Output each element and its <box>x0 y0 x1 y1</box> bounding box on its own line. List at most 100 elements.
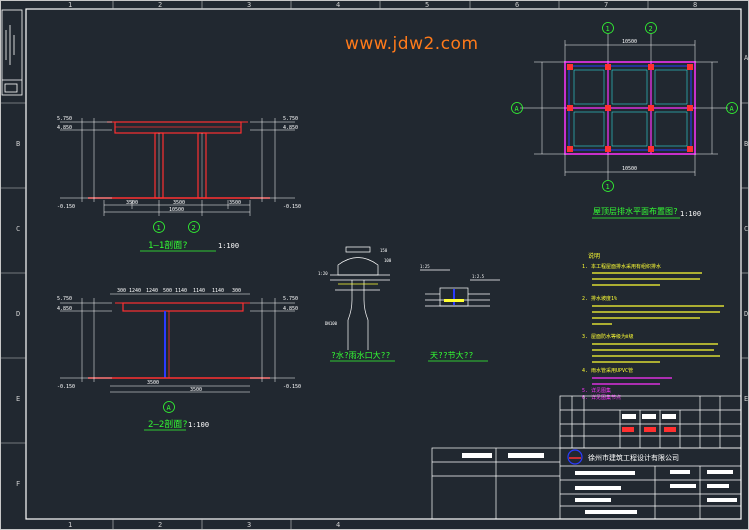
dim-top: 1140 <box>212 288 224 294</box>
col-label: 4 <box>336 521 340 529</box>
company-name: 徐州市建筑工程设计有限公司 <box>588 453 679 462</box>
svg-text:1:25: 1:25 <box>420 264 430 269</box>
dim-label: 3500 <box>126 200 138 206</box>
section-2-scale: 1:100 <box>188 421 209 429</box>
plan-axis-1-bottom-label: 1 <box>606 183 610 191</box>
note-item: 3. 屋面防水等级为Ⅱ级 <box>582 333 634 340</box>
elev-label: 4.850 <box>57 125 72 131</box>
note-item: 4. 雨水管采用UPVC管 <box>582 367 633 374</box>
elev-label: 5.750 <box>57 116 72 122</box>
plan-axis-1-top <box>602 22 614 34</box>
row-label: C <box>16 225 20 233</box>
elev-label: 5.750 <box>57 296 72 302</box>
roof-slab <box>114 121 242 134</box>
plan-axis-a-left-label: A <box>515 105 520 113</box>
elev-label: -0.150 <box>57 384 75 390</box>
col-label: 4 <box>336 1 340 9</box>
elev-label: -0.150 <box>283 384 301 390</box>
col-label: 3 <box>247 1 251 9</box>
row-labels-right: A B C D E <box>744 54 749 403</box>
note-item: 2. 排水坡度1% <box>582 295 617 302</box>
col-label: 3 <box>247 521 251 529</box>
dim-label: 3500 <box>147 380 159 386</box>
svg-text:DN100: DN100 <box>325 321 338 326</box>
detail-1-title: ?水?雨水口大?? <box>331 350 390 360</box>
row-label: A <box>744 54 749 62</box>
dim-top: 1240 <box>129 288 141 294</box>
plan-axis-2-top <box>645 22 657 34</box>
row-label: E <box>16 395 20 403</box>
col-label: 1 <box>68 521 72 529</box>
svg-text:150: 150 <box>380 248 388 253</box>
dim-top: 1140 <box>175 288 187 294</box>
design-notes[interactable]: 说明 1. 本工程屋面排水采用有组织排水 2. 排水坡度1% 3. 屋面防水等级… <box>582 252 724 401</box>
detail-rain-outlet[interactable]: 1:20 DN100 150 100 ?水?雨水口大?? <box>318 246 395 362</box>
elev-label: 4.850 <box>283 306 298 312</box>
section-1-1[interactable]: 5.750 4.850 -0.150 5.750 4.850 -0.150 35… <box>57 116 301 252</box>
dim-top: 1240 <box>146 288 158 294</box>
note-item: 5. 详见图集 <box>582 387 611 394</box>
plan-axis-1-bottom <box>602 180 614 192</box>
axis-bubble-a <box>163 401 175 413</box>
dim-top: 300 <box>232 288 241 294</box>
svg-text:100: 100 <box>384 258 392 263</box>
col-label: 1 <box>68 1 72 9</box>
roof-drainage-plan[interactable]: 10500 10500 1 2 1 A A 屋顶层排水平面布置图? 1:100 <box>511 22 738 219</box>
note-item: 6. 详见图集节点 <box>582 394 621 401</box>
col-label: 2 <box>158 1 162 9</box>
axis-label-1: 1 <box>157 224 161 232</box>
plan-dim-top: 10500 <box>622 39 637 45</box>
dim-label: 3500 <box>229 200 241 206</box>
note-item: 1. 本工程屋面排水采用有组织排水 <box>582 263 661 270</box>
axis-label-a: A <box>167 404 172 412</box>
plan-dim-bottom: 10500 <box>622 166 637 172</box>
section-2-2[interactable]: 300 1240 1240 500 1140 1140 1140 300 5.7… <box>57 288 301 431</box>
watermark-url: www.jdw2.com <box>345 34 479 54</box>
row-label: C <box>744 225 748 233</box>
dim-top: 500 <box>163 288 172 294</box>
row-label: B <box>16 140 20 148</box>
col-label: 8 <box>693 1 697 9</box>
elev-label: 5.750 <box>283 296 298 302</box>
binding-strip <box>1 9 23 96</box>
company-logo <box>567 449 583 465</box>
elev-label: -0.150 <box>57 204 75 210</box>
plan-axis-1-top-label: 1 <box>606 25 610 33</box>
detail-2-title: 天??节大?? <box>430 350 473 360</box>
svg-text:1:2.5: 1:2.5 <box>472 274 485 279</box>
plan-scale: 1:100 <box>680 210 701 218</box>
dim-label: 10500 <box>169 207 184 213</box>
plan-axis-a-right <box>726 102 738 114</box>
row-label: F <box>16 480 20 488</box>
title-block[interactable]: 徐州市建筑工程设计有限公司 <box>431 395 742 520</box>
row-label: B <box>744 140 748 148</box>
dim-label: 3500 <box>173 200 185 206</box>
row-label: E <box>744 395 748 403</box>
row-label: D <box>16 310 20 318</box>
axis-bubble-1 <box>153 221 165 233</box>
dim-top: 1140 <box>193 288 205 294</box>
inner-frame <box>25 8 742 520</box>
elev-label: 4.850 <box>57 306 72 312</box>
svg-text:1:20: 1:20 <box>318 271 328 276</box>
col-label: 7 <box>604 1 608 9</box>
plan-axis-a-right-label: A <box>730 105 735 113</box>
dim-top: 300 <box>117 288 126 294</box>
plan-title: 屋顶层排水平面布置图? <box>593 206 678 216</box>
notes-title: 说明 <box>588 252 600 260</box>
detail-gutter[interactable]: 1:25 1:2.5 天??节大?? <box>420 264 500 362</box>
elev-label: -0.150 <box>283 204 301 210</box>
col-label: 5 <box>425 1 429 9</box>
axis-label-2: 2 <box>192 224 196 232</box>
column-labels-top: 1 2 3 4 5 6 7 8 <box>68 1 697 9</box>
plan-axis-a-left <box>511 102 523 114</box>
axis-bubble-2 <box>188 221 200 233</box>
section-1-scale: 1:100 <box>218 242 239 250</box>
plan-axis-2-top-label: 2 <box>649 25 653 33</box>
col-label: 6 <box>515 1 519 9</box>
column-labels-bottom: 1 2 3 4 <box>68 521 340 529</box>
elev-label: 5.750 <box>283 116 298 122</box>
section-1-title: 1—1剖面? <box>148 239 188 251</box>
